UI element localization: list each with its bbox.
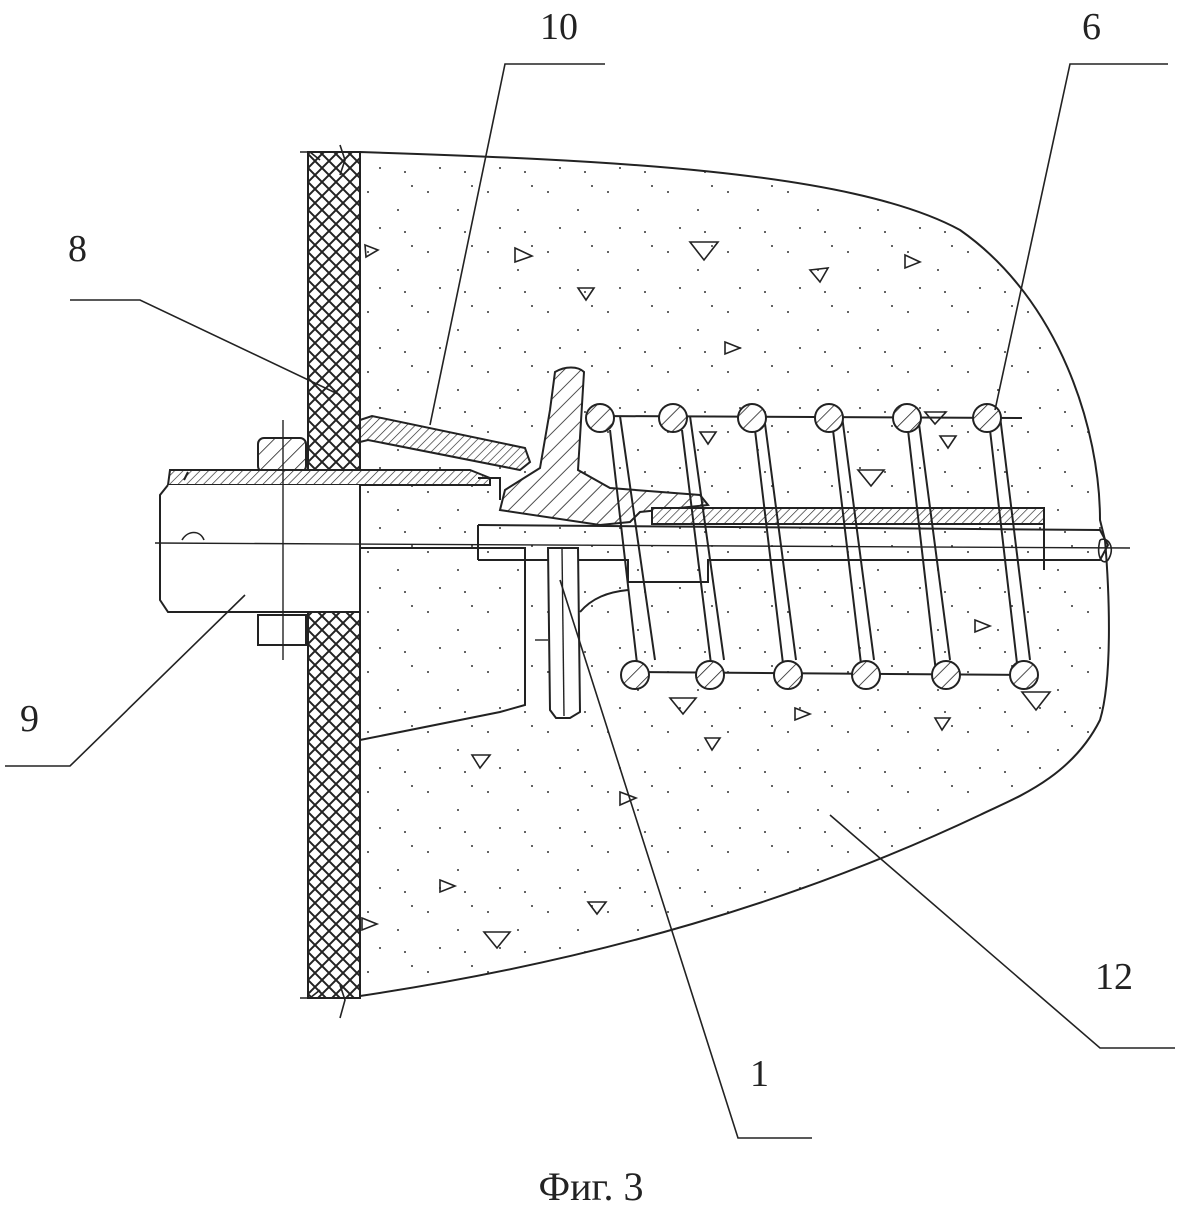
label-10: 10 xyxy=(540,8,578,46)
label-9: 9 xyxy=(20,700,39,738)
concrete-body xyxy=(360,152,1109,996)
label-1: 1 xyxy=(750,1055,769,1093)
label-8: 8 xyxy=(68,230,87,268)
label-12: 12 xyxy=(1095,958,1133,996)
figure-caption: Фиг. 3 xyxy=(0,1163,1182,1210)
label-6: 6 xyxy=(1082,8,1101,46)
